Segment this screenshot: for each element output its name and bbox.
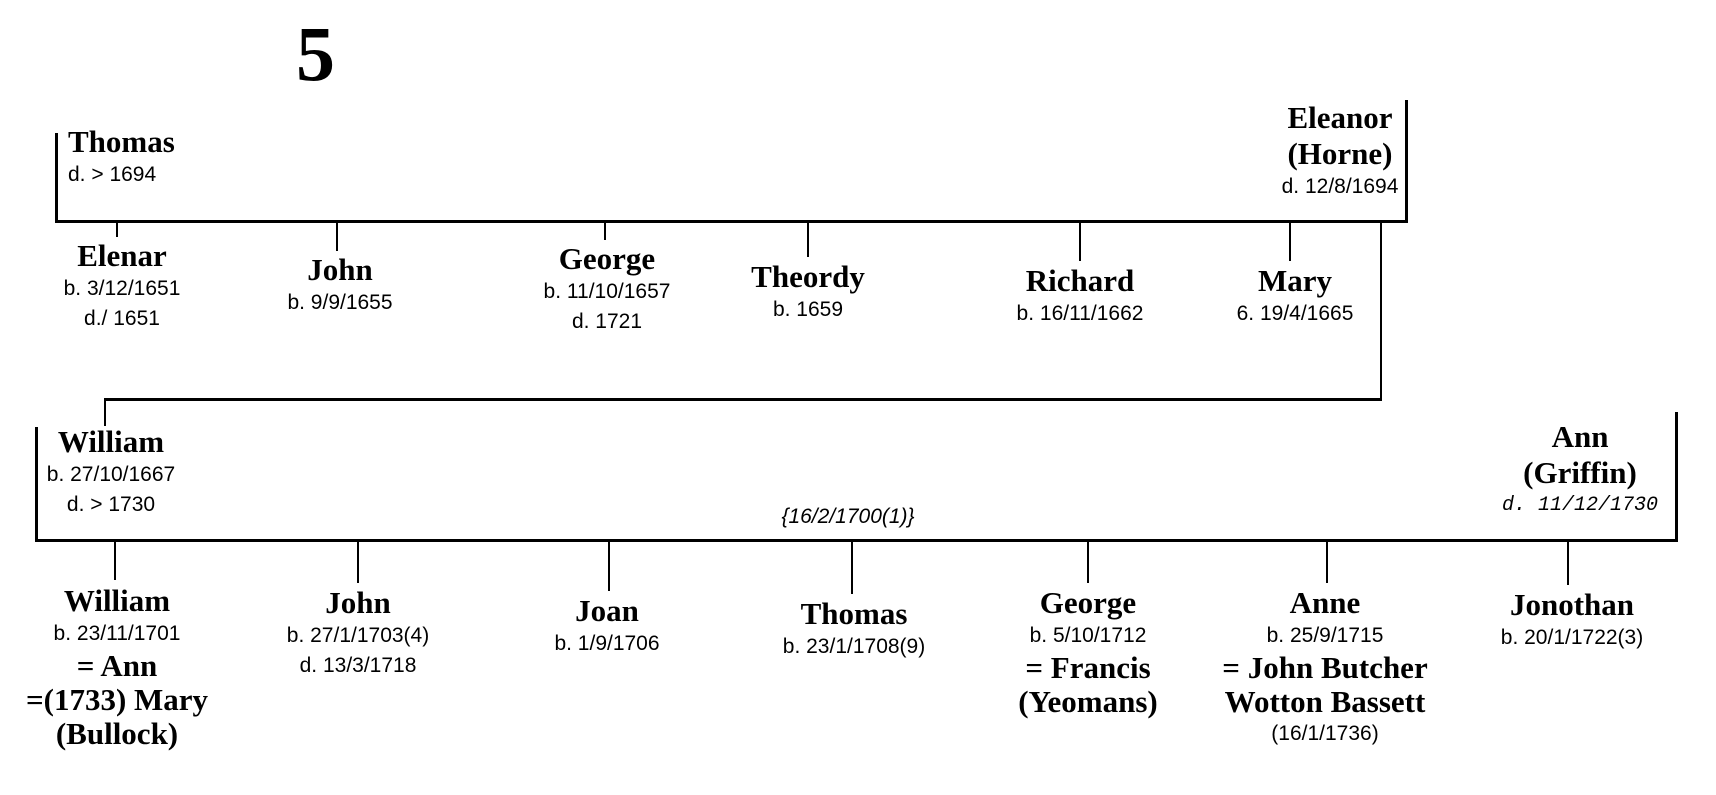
death-date: d. 13/3/1718 — [299, 654, 417, 677]
gen1-child-elenar: Elenar b. 3/12/1651 d./ 1651 — [64, 238, 181, 334]
person-name: George — [1039, 585, 1137, 620]
gen2-child-tick-william — [114, 542, 116, 580]
birth-date: b. 23/1/1708(9) — [782, 635, 926, 658]
birth-date: b. 27/1/1703(4) — [286, 624, 430, 647]
gen2-right-bracket-line — [1675, 412, 1678, 541]
birth-date: b. 11/10/1657 — [543, 280, 671, 303]
person-name: Richard — [1025, 263, 1135, 298]
person-name: Ann — [1551, 419, 1609, 454]
gen1-child-tick-elenar — [116, 223, 118, 237]
gen2-child-jonothan: Jonothan b. 20/1/1722(3) — [1501, 587, 1643, 653]
person-name: Mary — [1257, 263, 1333, 298]
birth-date: b. 1659 — [772, 298, 844, 321]
birth-date: b. 1/9/1706 — [554, 632, 660, 655]
gen2-child-tick-anne — [1326, 542, 1328, 583]
marriage-line: =(1733) Mary — [25, 682, 209, 717]
gen2-child-tick-joan — [608, 542, 610, 591]
death-date: d. > 1694 — [68, 163, 157, 186]
gen1-child-tick-richard — [1079, 223, 1081, 261]
gen1-child-theordy: Theordy b. 1659 — [751, 259, 865, 325]
gen1-child-george: George b. 11/10/1657 d. 1721 — [544, 241, 671, 337]
gen2-couple-bar — [35, 539, 1678, 542]
gen1-right-bracket-line — [1405, 100, 1408, 223]
gen1-child-tick-mary — [1289, 223, 1291, 261]
death-date: d. 11/12/1730 — [1501, 494, 1659, 517]
birth-date: b. 5/10/1712 — [1029, 624, 1147, 647]
birth-date: b. 9/9/1655 — [287, 291, 393, 314]
gen2-child-tick-john — [357, 542, 359, 583]
gen2-child-tick-thomas — [851, 542, 853, 594]
marriage-line: = John Butcher — [1222, 650, 1428, 685]
maiden-name: (Griffin) — [1523, 455, 1637, 490]
birth-date: 6. 19/4/1665 — [1236, 302, 1354, 325]
gen2-child-william: William b. 23/11/1701 = Ann =(1733) Mary… — [26, 583, 208, 751]
gen1-child-tick-theordy — [807, 223, 809, 257]
death-date: d. 12/8/1694 — [1281, 175, 1399, 198]
gen2-child-thomas: Thomas b. 23/1/1708(9) — [783, 596, 925, 662]
gen1-child-john: John b. 9/9/1655 — [287, 252, 392, 318]
person-name: George — [558, 241, 656, 276]
gen1-father: Thomas d. > 1694 — [68, 124, 175, 190]
birth-date: b. 3/12/1651 — [63, 277, 181, 300]
gen2-child-george: George b. 5/10/1712 = Francis (Yeomans) — [1018, 585, 1158, 719]
gen2-child-anne: Anne b. 25/9/1715 = John Butcher Wotton … — [1222, 585, 1427, 749]
marriage-line: Wotton Bassett — [1224, 684, 1426, 719]
gen2-child-tick-george — [1087, 542, 1089, 583]
person-name: John — [325, 585, 391, 620]
person-name: Theordy — [751, 259, 865, 294]
gen1-couple-bar — [55, 220, 1408, 223]
person-name: Elenar — [77, 238, 167, 273]
birth-date: b. 25/9/1715 — [1266, 624, 1384, 647]
maiden-name: (Horne) — [1287, 136, 1393, 171]
person-name: Joan — [575, 593, 639, 628]
birth-date: b. 16/11/1662 — [1016, 302, 1144, 325]
marriage-line: (Bullock) — [55, 716, 179, 751]
person-name: William — [57, 424, 165, 459]
marriage-date-note: {16/2/1700(1)} — [781, 505, 915, 528]
marriage-line: = Francis — [1025, 650, 1151, 685]
descent-vertical-line — [1380, 223, 1382, 400]
gen1-child-mary: Mary 6. 19/4/1665 — [1237, 263, 1354, 329]
person-name: Anne — [1289, 585, 1361, 620]
marriage-date-note: (16/1/1736) — [1271, 722, 1379, 745]
gen2-child-tick-jonothan — [1567, 542, 1569, 585]
gen1-child-tick-john — [336, 223, 338, 251]
gen1-child-richard: Richard b. 16/11/1662 — [1017, 263, 1144, 329]
person-name: Eleanor — [1287, 100, 1393, 135]
person-name: Thomas — [68, 124, 175, 159]
gen2-left-bracket-line — [35, 427, 38, 541]
gen2-father: William b. 27/10/1667 d. > 1730 — [47, 424, 175, 520]
gen2-child-joan: Joan b. 1/9/1706 — [554, 593, 659, 659]
birth-date: b. 27/10/1667 — [46, 463, 176, 486]
gen1-mother: Eleanor (Horne) d. 12/8/1694 — [1282, 100, 1399, 202]
birth-date: b. 20/1/1722(3) — [1500, 626, 1644, 649]
gen1-child-tick-george — [604, 223, 606, 240]
page-number: 5 — [296, 10, 335, 97]
gen1-left-bracket-line — [55, 133, 58, 223]
gen2-mother: Ann (Griffin) d. 11/12/1730 — [1502, 419, 1658, 518]
death-date: d./ 1651 — [84, 307, 160, 330]
person-name: Jonothan — [1509, 587, 1635, 622]
person-name: Thomas — [800, 596, 908, 631]
descent-drop-line — [104, 400, 106, 426]
person-name: John — [307, 252, 373, 287]
death-date: d. > 1730 — [66, 493, 156, 516]
marriage-line: = Ann — [76, 648, 158, 683]
death-date: d. 1721 — [571, 310, 643, 333]
marriage-line: (Yeomans) — [1018, 684, 1158, 719]
gen2-child-john: John b. 27/1/1703(4) d. 13/3/1718 — [287, 585, 429, 681]
person-name: William — [63, 583, 171, 618]
descent-horizontal-line — [104, 398, 1382, 401]
birth-date: b. 23/11/1701 — [53, 622, 181, 645]
